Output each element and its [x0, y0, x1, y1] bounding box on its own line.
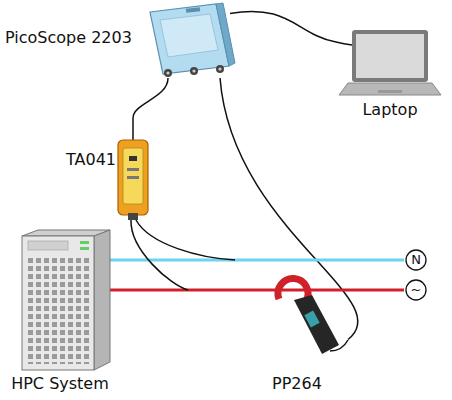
laptop-node: Laptop: [336, 28, 444, 122]
device-label: PP264: [272, 374, 322, 394]
server-tower: [22, 230, 118, 370]
server-node: HPC System: [2, 228, 118, 398]
oscilloscope-device: [150, 3, 235, 77]
cable-connector: [118, 258, 404, 261]
device-label: TA041: [66, 150, 116, 170]
device-label: HPC System: [11, 374, 109, 394]
current-clamp: [278, 279, 348, 354]
device-label: Laptop: [362, 100, 417, 120]
terminal-circle: N: [404, 249, 428, 271]
cable-connector: [118, 289, 404, 292]
cable-connector: [230, 11, 336, 42]
differential-probe: [118, 118, 235, 290]
oscilloscope-node: PicoScope 2203: [3, 2, 230, 78]
terminal-label: N: [404, 249, 428, 271]
clamp-node: PP264: [258, 268, 348, 398]
laptop-icon: [336, 30, 441, 95]
terminal-circle: ~: [404, 279, 428, 301]
probe-node: TA041: [62, 118, 150, 220]
terminal-label: ~: [404, 279, 428, 301]
cable-connector: [220, 78, 358, 340]
device-label: PicoScope 2203: [5, 28, 132, 48]
cable-connector: [133, 78, 168, 118]
